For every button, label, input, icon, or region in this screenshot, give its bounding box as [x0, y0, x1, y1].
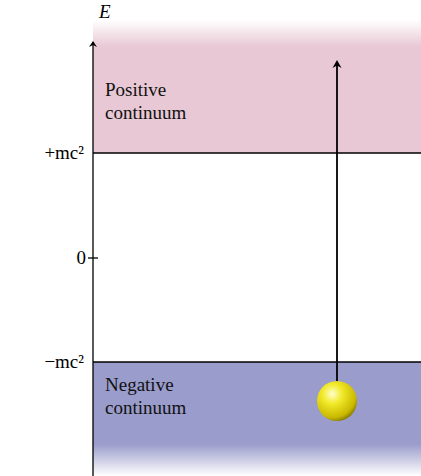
negative-band-fill [93, 362, 421, 476]
continuum-band: Positive continuum [93, 20, 421, 153]
energy-level-label: 0 [77, 248, 87, 269]
electron-ball [317, 381, 357, 421]
energy-axis [92, 42, 93, 476]
band-label: Positive continuum [105, 78, 223, 124]
positive-band-fill [93, 20, 421, 153]
energy-level-label: +mc² [44, 143, 84, 164]
continuum-band: Negative continuum [93, 362, 421, 476]
axis-tick [88, 257, 98, 258]
band-label: Negative continuum [105, 373, 223, 419]
excitation-arrow [336, 62, 338, 384]
axis-label: E [99, 2, 111, 23]
level-line [93, 361, 421, 362]
level-line [93, 152, 421, 153]
energy-level-label: −mc² [44, 352, 84, 373]
